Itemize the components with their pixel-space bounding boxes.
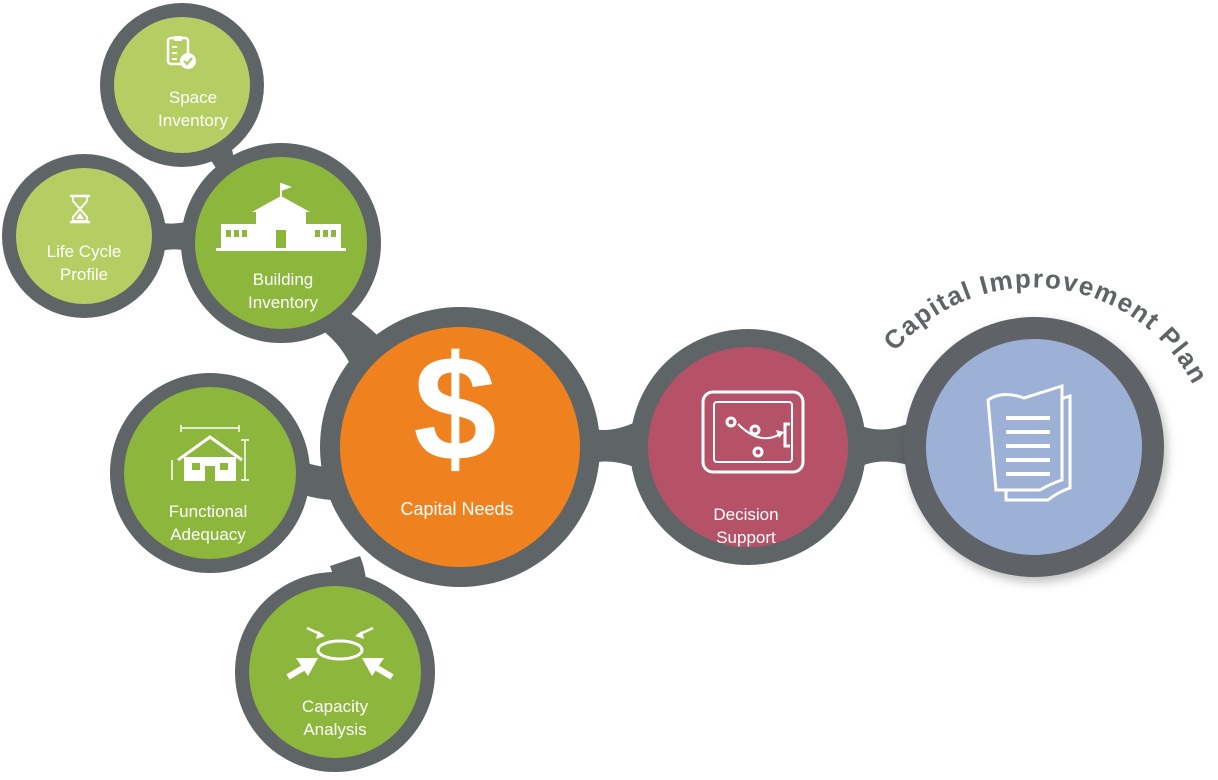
space-inventory-line2: Inventory <box>158 111 228 130</box>
hourglass-icon <box>70 194 90 224</box>
functional-adequacy-line2: Adequacy <box>170 525 246 544</box>
node-space-inventory[interactable]: Space Inventory <box>100 3 264 167</box>
functional-adequacy-line1: Functional <box>169 502 247 521</box>
life-cycle-profile-line2: Profile <box>60 265 108 284</box>
node-capacity-analysis[interactable]: Capacity Analysis <box>235 572 435 772</box>
dollar-sign-icon: $ <box>413 324 496 492</box>
decision-support-line2: Support <box>716 528 776 547</box>
checklist-icon <box>166 36 196 69</box>
node-functional-adequacy[interactable]: Functional Adequacy <box>110 373 310 573</box>
connector-decision-cip <box>850 418 922 472</box>
space-inventory-line1: Space <box>169 88 217 107</box>
capacity-analysis-line1: Capacity <box>302 697 369 716</box>
building-inventory-line2: Inventory <box>248 293 318 312</box>
node-life-cycle-profile[interactable]: Life Cycle Profile <box>2 154 166 318</box>
house-measure-icon <box>171 425 249 481</box>
converging-arrows-icon <box>286 626 394 680</box>
decision-support-line1: Decision <box>713 505 778 524</box>
capacity-analysis-line2: Analysis <box>303 720 366 739</box>
school-building-icon <box>216 183 346 251</box>
document-stack-icon <box>986 383 1072 502</box>
node-capital-needs[interactable]: $ Capital Needs <box>320 307 600 587</box>
node-decision-support[interactable]: Decision Support <box>630 329 866 565</box>
life-cycle-profile-line1: Life Cycle <box>47 242 122 261</box>
node-capital-improvement-plan[interactable]: Capital Improvement Plan <box>877 263 1215 577</box>
capital-needs-label: Capital Needs <box>400 499 513 519</box>
node-building-inventory[interactable]: Building Inventory <box>181 143 381 343</box>
strategy-board-icon <box>701 390 805 474</box>
building-inventory-line1: Building <box>253 270 314 289</box>
